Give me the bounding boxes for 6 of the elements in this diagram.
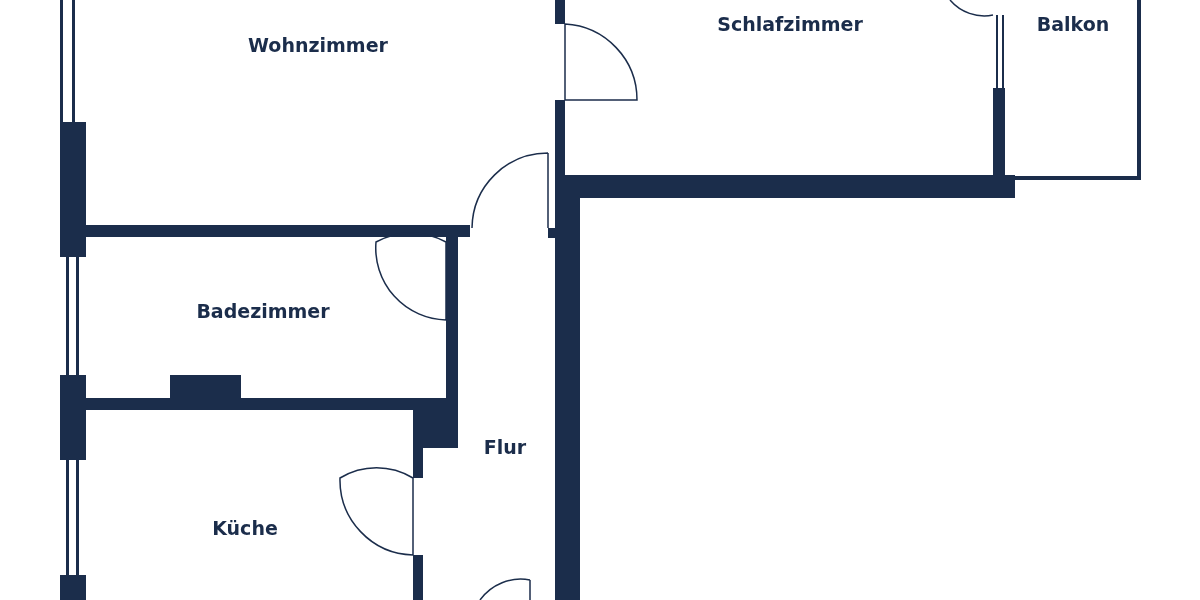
room-label: Wohnzimmer (248, 34, 388, 56)
room-label: Balkon (1036, 13, 1110, 35)
room-label: Küche (212, 517, 278, 539)
room-label: Flur (483, 436, 527, 458)
room-label: Badezimmer (196, 300, 330, 322)
room-label: Schlafzimmer (717, 13, 863, 35)
